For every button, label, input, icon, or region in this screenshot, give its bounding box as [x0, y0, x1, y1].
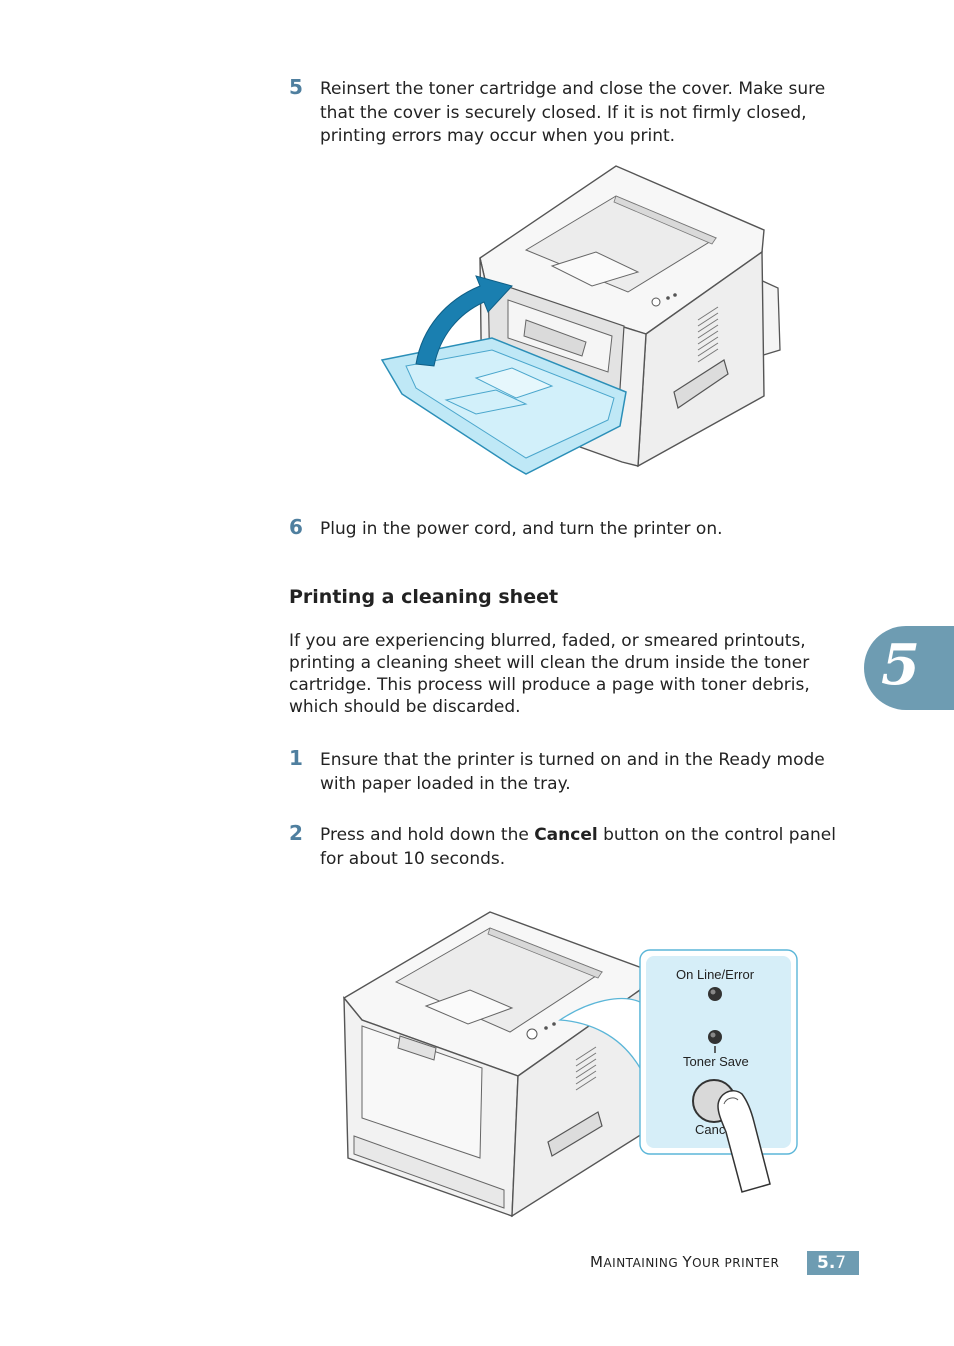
printer-open-cover-illustration: [380, 165, 781, 475]
step-text: Press and hold down the Cancel button on…: [320, 824, 849, 871]
step-text-after: button on the control panel for about 10…: [320, 825, 836, 869]
step-text: Plug in the power cord, and turn the pri…: [320, 519, 723, 539]
section-heading: Printing a cleaning sheet: [289, 586, 559, 608]
step-6: 6 Plug in the power cord, and turn the p…: [289, 515, 849, 542]
section-paragraph: If you are experiencing blurred, faded, …: [289, 631, 810, 717]
cancel-label: Canc: [695, 1122, 726, 1137]
step-1: 1 Ensure that the printer is turned on a…: [289, 746, 849, 796]
toner-save-label: Toner Save: [683, 1054, 749, 1069]
page-number: 5.7: [807, 1251, 859, 1275]
cancel-keyword: Cancel: [534, 825, 598, 845]
step-text: Reinsert the toner cartridge and close t…: [320, 79, 826, 146]
step-text-before: Press and hold down the: [320, 825, 535, 845]
footer-title: MAINTAINING YOUR PRINTER: [590, 1253, 780, 1271]
online-error-label: On Line/Error: [676, 967, 755, 982]
chapter-tab: 5: [864, 626, 954, 710]
step-number: 5: [289, 75, 303, 99]
step-5: 5 Reinsert the toner cartridge and close…: [289, 75, 849, 149]
step-text: Ensure that the printer is turned on and…: [320, 750, 825, 794]
step-2: 2 Press and hold down the Cancel button …: [289, 821, 849, 871]
chapter-number: 5: [881, 632, 920, 698]
printer-control-panel-illustration: On Line/Error Toner Save Canc: [342, 911, 798, 1218]
step-number: 6: [289, 515, 303, 539]
step-number: 1: [289, 746, 303, 770]
step-number: 2: [289, 821, 303, 845]
